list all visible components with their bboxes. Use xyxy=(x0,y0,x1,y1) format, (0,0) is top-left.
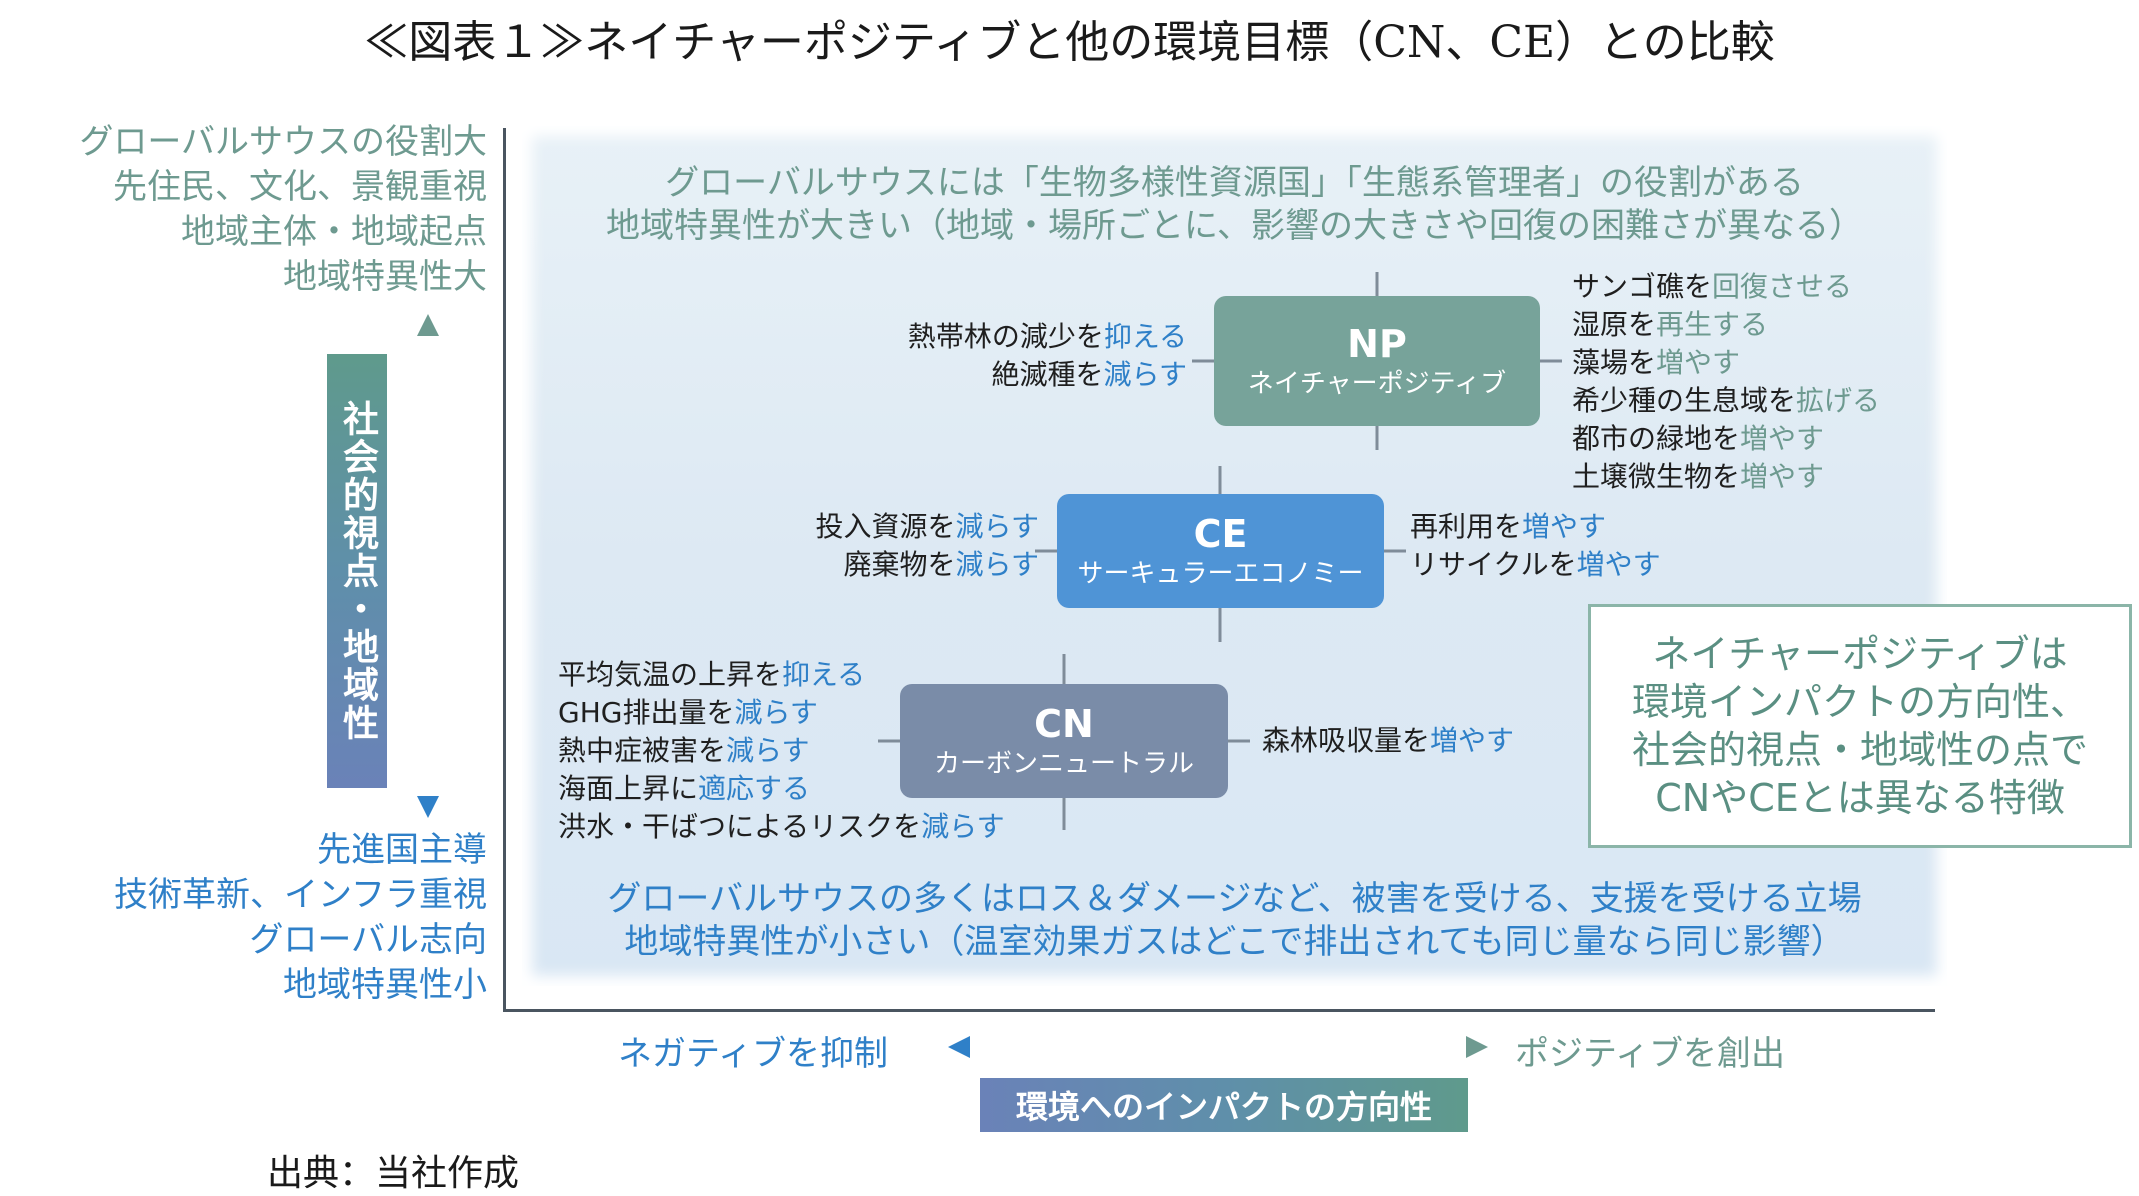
ce-left-item: 廃棄物を減らす xyxy=(843,548,1039,581)
y-top-label: 地域特異性大 xyxy=(283,257,487,297)
y-bottom-label: 技術革新、インフラ重視 xyxy=(114,875,487,915)
y-bottom-label: 地域特異性小 xyxy=(283,965,487,1005)
ce-right-items: 再利用を増やす リサイクルを増やす xyxy=(1410,508,1661,584)
y-axis-bottom-labels: 先進国主導 技術革新、インフラ重視 グローバル志向 地域特異性小 xyxy=(114,828,487,1008)
panel-bottom-text: グローバルサウスの多くはロス＆ダメージなど、被害を受ける、支援を受ける立場 地域… xyxy=(522,878,1947,964)
x-axis-bar-label: 環境へのインパクトの方向性 xyxy=(1015,1088,1432,1126)
summary-line: 社会的視点・地域性の点で xyxy=(1631,728,2088,772)
np-left-item: 熱帯林の減少を抑える xyxy=(907,320,1187,353)
cn-left-items: 平均気温の上昇を抑える GHG排出量を減らす 熱中症被害を減らす 海面上昇に適応… xyxy=(558,656,1005,846)
summary-line: CNやCEとは異なる特徴 xyxy=(1655,776,2065,820)
cn-abbr: CN xyxy=(1034,702,1094,746)
x-axis-right-label: ポジティブを創出 xyxy=(1515,1034,1785,1074)
y-axis-line xyxy=(503,128,506,1012)
cn-right-items: 森林吸収量を増やす xyxy=(1262,722,1514,760)
x-axis-bar: 環境へのインパクトの方向性 xyxy=(980,1078,1468,1132)
cn-right-item: 森林吸収量を増やす xyxy=(1262,724,1515,757)
ce-left-items: 投入資源を減らす 廃棄物を減らす xyxy=(816,508,1039,584)
summary-line: ネイチャーポジティブは xyxy=(1652,632,2068,676)
y-axis-bar-label: 社会的視点・地域性 xyxy=(337,400,378,742)
panel-bottom-line: グローバルサウスの多くはロス＆ダメージなど、被害を受ける、支援を受ける立場 xyxy=(607,879,1862,919)
cn-left-item: 熱中症被害を減らす xyxy=(558,734,810,767)
np-right-item: 土壌微生物を増やす xyxy=(1572,460,1825,493)
y-bottom-label: グローバル志向 xyxy=(249,920,487,960)
panel-bottom-line: 地域特異性が小さい（温室効果ガスはどこで排出されても同じ量なら同じ影響） xyxy=(624,922,1845,962)
np-right-items: サンゴ礁を回復させる 湿原を再生する 藻場を増やす 希少種の生息域を拡げる 都市… xyxy=(1572,268,1880,496)
summary-box: ネイチャーポジティブは 環境インパクトの方向性、 社会的視点・地域性の点で CN… xyxy=(1588,604,2132,848)
cn-full-name: カーボンニュートラル xyxy=(933,749,1194,779)
np-left-item: 絶滅種を減らす xyxy=(991,358,1187,391)
y-axis-bar: 社会的視点・地域性 xyxy=(327,354,387,788)
np-box: NP ネイチャーポジティブ xyxy=(1214,296,1540,426)
ce-box: CE サーキュラーエコノミー xyxy=(1057,494,1384,608)
y-top-label: 先住民、文化、景観重視 xyxy=(113,167,487,207)
cn-left-item: GHG排出量を減らす xyxy=(558,696,818,729)
x-axis-left-label: ネガティブを抑制 xyxy=(618,1034,888,1074)
np-left-items: 熱帯林の減少を抑える 絶滅種を減らす xyxy=(908,318,1187,394)
source-note: 出典：当社作成 xyxy=(267,1153,520,1194)
np-abbr: NP xyxy=(1347,322,1407,366)
panel-top-line: 地域特異性が大きい（地域・場所ごとに、影響の大きさや回復の困難さが異なる） xyxy=(606,206,1863,246)
cn-left-item: 平均気温の上昇を抑える xyxy=(558,658,866,691)
x-axis-line xyxy=(503,1009,1935,1012)
vertical-double-arrow xyxy=(417,314,439,818)
cn-box: CN カーボンニュートラル xyxy=(900,684,1228,798)
cn-left-item: 洪水・干ばつによるリスクを減らす xyxy=(558,810,1005,843)
y-axis-top-labels: グローバルサウスの役割大 先住民、文化、景観重視 地域主体・地域起点 地域特異性… xyxy=(79,120,487,300)
figure-title: ≪図表１≫ネイチャーポジティブと他の環境目標（CN、CE）との比較 xyxy=(364,17,1775,68)
y-bottom-label: 先進国主導 xyxy=(317,830,487,870)
box-crosshairs xyxy=(878,272,1562,830)
panel-top-text: グローバルサウスには「生物多様性資源国」「生態系管理者」の役割がある 地域特異性… xyxy=(522,162,1947,248)
ce-right-item: 再利用を増やす xyxy=(1410,510,1607,543)
np-right-item: 希少種の生息域を拡げる xyxy=(1572,384,1881,417)
ce-left-item: 投入資源を減らす xyxy=(815,510,1039,543)
horizontal-double-arrow xyxy=(948,1036,1488,1058)
panel-top-line: グローバルサウスには「生物多様性資源国」「生態系管理者」の役割がある xyxy=(665,163,1804,203)
summary-line: 環境インパクトの方向性、 xyxy=(1631,680,2088,724)
ce-abbr: CE xyxy=(1193,512,1248,556)
ce-right-item: リサイクルを増やす xyxy=(1410,548,1661,581)
np-right-item: 都市の緑地を増やす xyxy=(1572,422,1825,455)
cn-left-item: 海面上昇に適応する xyxy=(558,772,811,805)
np-right-item: 湿原を再生する xyxy=(1572,308,1769,341)
np-full-name: ネイチャーポジティブ xyxy=(1247,369,1507,399)
ce-full-name: サーキュラーエコノミー xyxy=(1077,559,1364,589)
np-right-item: サンゴ礁を回復させる xyxy=(1572,270,1853,303)
y-top-label: グローバルサウスの役割大 xyxy=(79,122,487,162)
y-top-label: 地域主体・地域起点 xyxy=(181,212,487,252)
np-right-item: 藻場を増やす xyxy=(1572,346,1741,379)
